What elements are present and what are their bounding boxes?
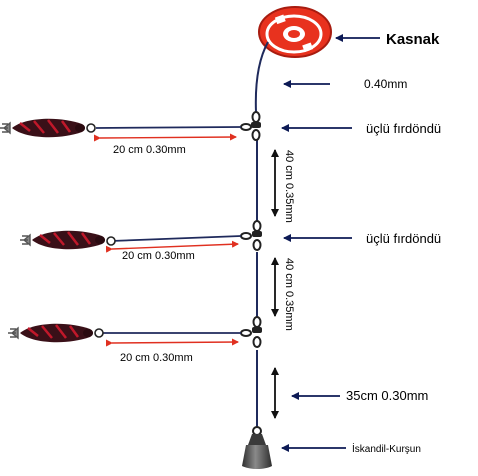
branch-2-label: 20 cm 0.30mm (122, 250, 195, 262)
swivel-1-label: üçlü fırdöndü (366, 121, 441, 136)
squid-lure-icon (0, 118, 96, 138)
branch-line-1 (95, 126, 242, 129)
branch-line-2 (110, 235, 242, 242)
swivel-icon (240, 316, 262, 348)
reel-icon (258, 6, 332, 58)
branch-3-label: 20 cm 0.30mm (120, 352, 193, 364)
branch-1-label: 20 cm 0.30mm (113, 144, 186, 156)
main-line-label: 0.40mm (364, 77, 407, 91)
reel-label: Kasnak (386, 31, 440, 48)
measure-arrow-branch-3 (105, 338, 239, 347)
swivel-icon (240, 220, 262, 251)
squid-lure-icon (8, 323, 104, 343)
main-line-top (254, 41, 269, 113)
swivel-2-label: üçlü fırdöndü (366, 231, 441, 246)
bottom-segment-label: 35cm 0.30mm (346, 388, 428, 403)
squid-lure-icon (20, 230, 116, 250)
segment-1-label: 40 cm 0.35mm (283, 150, 295, 223)
measure-arrow-branch-1 (93, 133, 237, 142)
segment-2-label: 40 cm 0.35mm (283, 258, 295, 331)
swivel-icon (240, 111, 261, 141)
sinker-label: İskandil-Kurşun (352, 442, 421, 455)
measure-arrow-branch-2 (105, 240, 239, 253)
sinker-icon (242, 426, 272, 469)
